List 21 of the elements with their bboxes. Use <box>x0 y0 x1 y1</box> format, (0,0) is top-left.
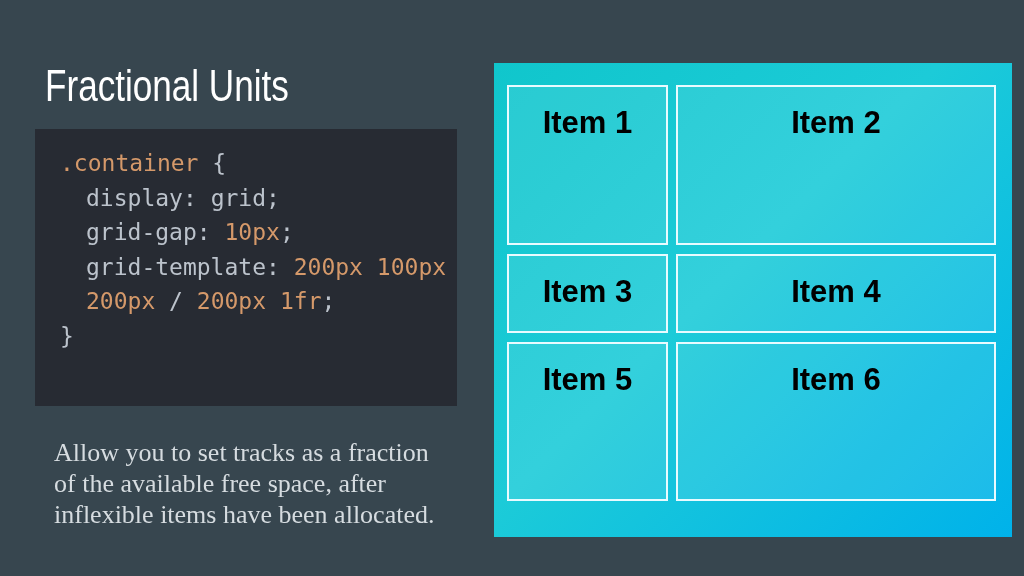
grid-item <box>507 342 668 501</box>
grid-item <box>507 85 668 245</box>
code-line: grid-template: 200px 100px 200px / 200px 1fr; <box>86 252 448 317</box>
code-line: display: grid; <box>86 183 280 213</box>
code-panel <box>35 129 457 406</box>
slide-title: Fractional Units <box>45 60 289 112</box>
item-label: Item 3 <box>542 274 633 310</box>
grid-item <box>676 342 996 501</box>
code-line: } <box>60 321 74 351</box>
grid-item <box>676 85 996 245</box>
code-line: grid-gap: 10px; <box>86 218 294 248</box>
item-label: Item 5 <box>542 362 633 398</box>
description-text: Allow you to set tracks as a fraction of the available free space, after inflexible items have been allocated. <box>54 437 436 530</box>
code-line: .container { <box>60 149 227 178</box>
grid-container <box>494 63 1012 537</box>
item-label: Item 2 <box>791 105 881 141</box>
grid-item <box>676 254 996 333</box>
item-label: Item 6 <box>791 362 881 398</box>
grid-item <box>507 254 668 333</box>
item-label: Item 1 <box>542 105 633 141</box>
item-label: Item 4 <box>791 274 881 310</box>
